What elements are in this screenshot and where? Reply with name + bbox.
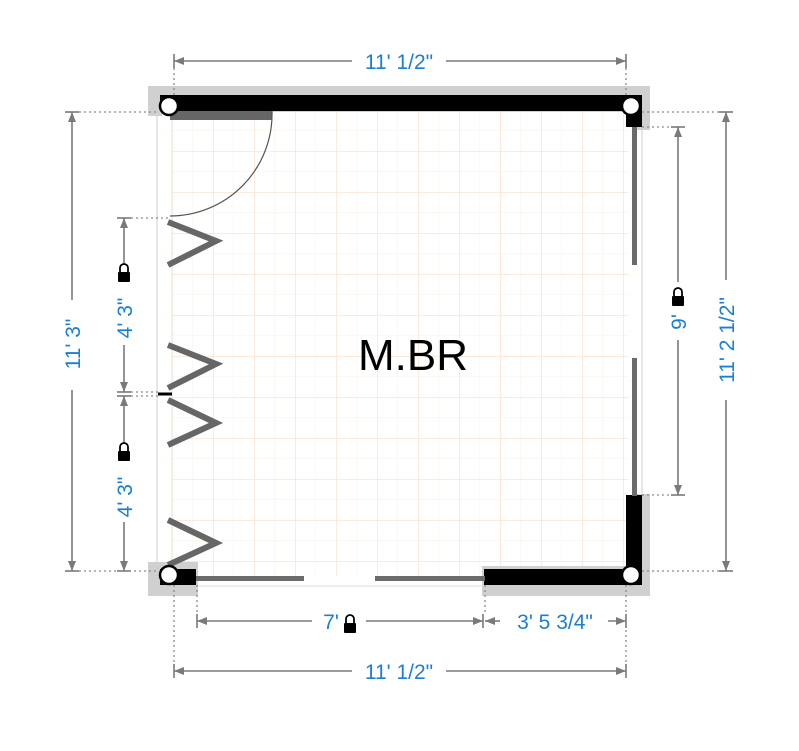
dimension-top-width[interactable]: 11' 1/2"	[365, 51, 433, 74]
corner-handle-icon	[620, 564, 642, 586]
lock-icon[interactable]	[117, 442, 131, 462]
door-panel[interactable]	[170, 111, 272, 120]
right-window-upper[interactable]	[632, 127, 637, 265]
corner-handles[interactable]	[158, 95, 642, 586]
bifold-door-4	[166, 517, 224, 568]
right-window-lower[interactable]	[632, 358, 637, 496]
door-swing-arc	[169, 110, 273, 217]
wall-bottom-right	[484, 569, 640, 585]
lock-icon[interactable]	[671, 287, 685, 307]
dimension-left-lower[interactable]: 4' 3"	[114, 477, 137, 518]
wall-top	[160, 95, 642, 111]
bifold-doors[interactable]	[166, 219, 224, 568]
wall-right-bottom	[626, 495, 642, 585]
dimension-bottom-right[interactable]: 3' 5 3/4"	[517, 611, 593, 634]
bifold-door-2	[166, 342, 224, 391]
dimension-bottom-opening[interactable]: 7'	[323, 611, 339, 634]
corner-handle-icon	[158, 564, 180, 586]
room-label[interactable]: M.BR	[358, 331, 468, 380]
bifold-door-3	[166, 397, 224, 448]
corner-handle-icon	[620, 95, 642, 117]
room-grid	[172, 110, 628, 576]
bottom-slider-right[interactable]	[375, 576, 485, 581]
bifold-door-1	[166, 219, 224, 268]
dimension-bottom-width[interactable]: 11' 1/2"	[365, 661, 433, 684]
corner-handle-icon	[158, 95, 180, 117]
lock-icon[interactable]	[343, 614, 357, 634]
dimension-right-height[interactable]: 11' 2 1/2"	[716, 297, 739, 383]
lock-icon[interactable]	[117, 263, 131, 283]
dimension-left-upper[interactable]: 4' 3"	[114, 298, 137, 339]
dimension-lines	[65, 54, 733, 678]
extension-lines	[79, 68, 719, 664]
dimension-right-window[interactable]: 9'	[668, 314, 691, 330]
dimension-left-height[interactable]: 11' 3"	[62, 319, 85, 370]
bottom-slider-left[interactable]	[196, 576, 304, 581]
